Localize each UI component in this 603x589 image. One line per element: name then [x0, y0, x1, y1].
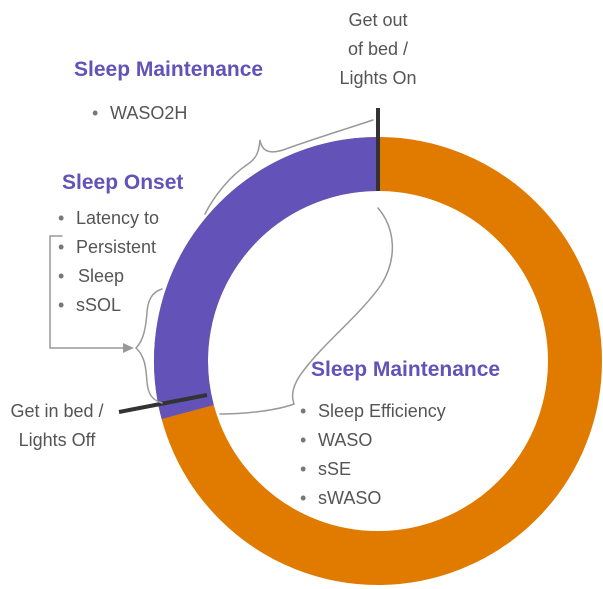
- sleep-boundary-markers: [118, 108, 380, 414]
- list-item: sWASO: [296, 484, 446, 513]
- list-item: sSOL: [54, 291, 159, 320]
- sleep-onset-list: Latency to Persistent Sleep sSOL: [54, 204, 159, 320]
- sleep-maintenance-curly-brace: [219, 207, 393, 415]
- sleep-maintenance-main-heading: Sleep Maintenance: [311, 358, 501, 381]
- get-out-of-bed-label-line: of bed /: [347, 39, 409, 59]
- list-item: Persistent: [54, 233, 159, 262]
- get-out-of-bed-label: Get out of bed / Lights On: [318, 6, 438, 93]
- list-item: WASO2H: [88, 99, 187, 128]
- get-in-bed-label: Get in bed / Lights Off: [0, 397, 114, 455]
- list-item: Sleep Efficiency: [296, 397, 446, 426]
- get-in-bed-label-line: Get in bed /: [10, 401, 104, 421]
- list-item: sSE: [296, 455, 446, 484]
- get-out-of-bed-label-line: Lights On: [339, 68, 417, 88]
- list-item: WASO: [296, 426, 446, 455]
- list-item-continuation: Sleep: [78, 266, 125, 286]
- get-in-bed-label-line: Lights Off: [18, 430, 96, 450]
- list-item: Latency to: [54, 204, 159, 233]
- sleep-maintenance-main-list: Sleep Efficiency WASO sSE sWASO: [296, 397, 446, 513]
- latency-pointer-arrowhead: [123, 343, 134, 353]
- sleep-onset-curly-brace: [204, 119, 374, 215]
- get-out-of-bed-label-line: Get out: [348, 10, 408, 30]
- ring-sleep-onset-segment: [154, 137, 379, 419]
- sleep-onset-heading: Sleep Onset: [62, 171, 184, 194]
- list-item: Sleep: [54, 262, 159, 291]
- sleep-maintenance-top-list: WASO2H: [88, 99, 187, 128]
- sleep-maintenance-top-heading: Sleep Maintenance: [74, 58, 264, 81]
- lights-off-marker-line: [118, 393, 208, 414]
